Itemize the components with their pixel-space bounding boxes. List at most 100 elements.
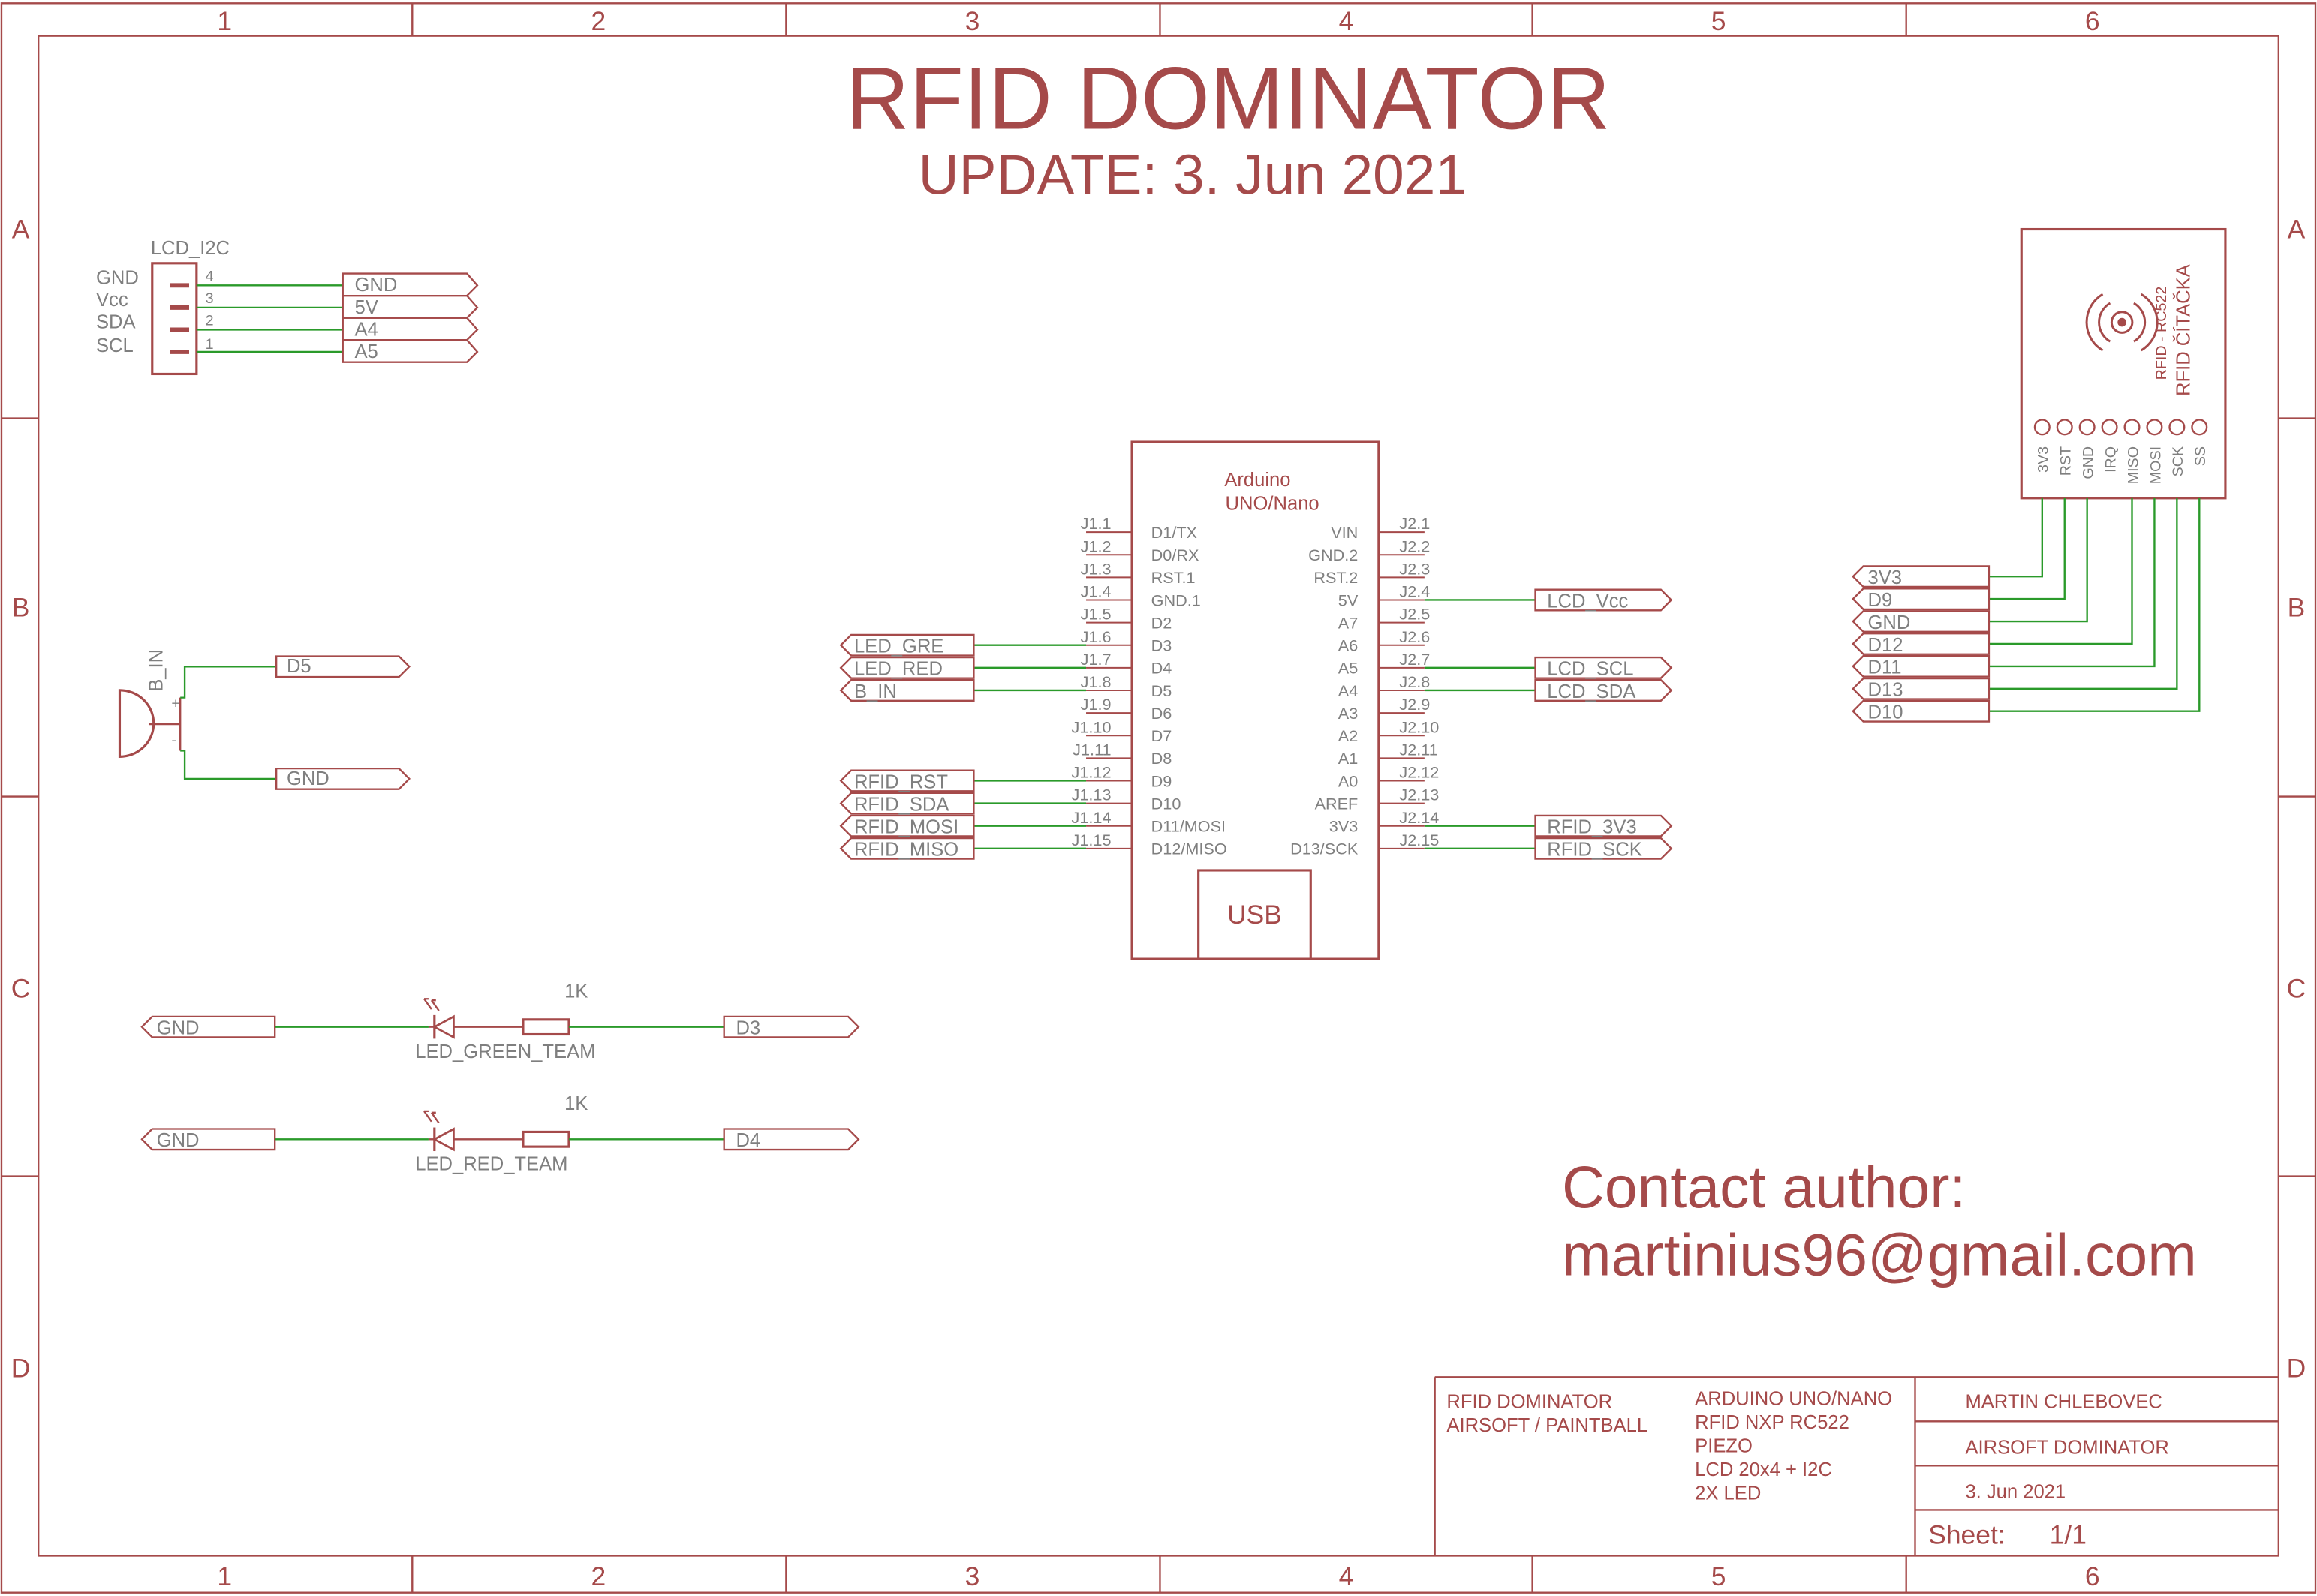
piezo-buzzer: B_IN + - D5 GND [118,649,411,790]
led-light-arrows-icon [423,1110,440,1124]
wire-rfid-d11 [1988,497,2156,668]
rfid-pin-pad-miso [2123,419,2141,436]
lcd-pin-label-gnd: GND [96,267,139,288]
rfid-pin-label-rst: RST [2058,446,2075,476]
arduino-pin-func-d2: D2 [1151,613,1172,632]
col-label-3-bottom: 3 [965,1561,980,1591]
col-label-4-bottom: 4 [1339,1561,1354,1591]
rfid-model: RFID - RC522 [2153,287,2170,380]
arduino-pin-num-j2-1: J2.1 [1399,514,1430,533]
row-label-c-left: C [11,973,31,1003]
net-label-lcd-a4: A4 [355,319,378,340]
arduino-pin-func-a3: A3 [1338,704,1358,723]
arduino-pin-num-j2-10: J2.10 [1399,717,1439,736]
lcd-pin-num-1: 1 [206,336,214,353]
net-label-rfid-rst: RFID_RST [854,771,948,792]
net-label-lcd-a5: A5 [355,341,378,362]
lcd-pin-label-vcc: Vcc [96,290,128,311]
arduino-name: Arduino [1224,470,1290,491]
arduino-pin-func-a4: A4 [1338,681,1358,700]
col-label-4-top: 4 [1339,6,1354,36]
arduino-usb-port [1197,869,1312,960]
led-light-arrows-icon [423,998,440,1011]
wire-rfid-d9 [1988,497,2066,600]
row-label-b-left: B [12,592,30,622]
buzzer-minus: - [171,732,176,749]
net-label-lcd-scl: LCD_SCL [1547,659,1633,680]
arduino-pin-func-5v: 5V [1338,591,1359,609]
titleblock-part-4: LCD 20x4 + I2C [1695,1459,1832,1480]
arduino-pin-num-j1-8: J1.8 [1081,672,1112,691]
arduino-pin-num-j1-9: J1.9 [1081,695,1112,714]
schematic-update: UPDATE: 3. Jun 2021 [919,143,1467,206]
arduino-pin-num-j1-5: J1.5 [1081,605,1112,624]
net-flag-led-gre [839,633,975,657]
rfid-pin-label-irq: IRQ [2102,446,2119,473]
col-label-5-top: 5 [1711,6,1726,36]
arduino-pin-func-d0-rx: D0/RX [1151,546,1199,564]
buzzer-symbol [118,689,155,758]
arduino-pin-func-d10: D10 [1151,794,1181,813]
arduino-model: UNO/Nano [1226,494,1319,515]
titleblock-sheet-value: 1/1 [2050,1520,2087,1550]
row-label-b-right: B [2288,592,2306,622]
net-label-lcd-gnd: GND [355,275,398,296]
lcd-body [151,262,198,376]
rfid-pin-pad-irq [2101,419,2118,436]
arduino-pin-func-gnd-2: GND.2 [1308,546,1358,564]
buzzer-plus: + [171,695,180,711]
net-label-rfid-mosi: RFID_MOSI [854,817,958,838]
rfid-pin-pad-3v3 [2033,419,2051,436]
row-label-d-left: D [11,1353,31,1383]
arduino-pin-func-a2: A2 [1338,726,1358,745]
titleblock-author: MARTIN CHLEBOVEC [1965,1392,2162,1413]
arduino-pin-func-d7: D7 [1151,726,1172,745]
net-label-led-d4: D4 [736,1130,760,1151]
row-label-d-right: D [2287,1353,2306,1383]
arduino-pin-func-a0: A0 [1338,771,1358,790]
net-flag-led-gnd [140,1128,276,1151]
rfid-pin-label-sck: SCK [2170,446,2186,476]
lcd-name: LCD_I2C [151,238,230,259]
net-label-led-gnd: GND [157,1130,200,1151]
arduino-pin-num-j2-6: J2.6 [1399,627,1430,646]
arduino-pin-num-j1-15: J1.15 [1072,831,1112,849]
arduino-pin-num-j2-12: J2.12 [1399,763,1439,782]
net-flag-rfid-miso [839,837,975,860]
net-label-led-red: LED_RED [854,659,943,680]
net-flag-led-d4 [723,1128,860,1151]
arduino-pin-func-d5: D5 [1151,681,1172,700]
net-label-rfid-d13: D13 [1868,680,1903,701]
net-flag-b-in [839,679,975,702]
titleblock-part-3: PIEZO [1695,1436,1753,1457]
arduino-pin-num-j2-13: J2.13 [1399,786,1439,804]
arduino-pin-num-j2-8: J2.8 [1399,672,1430,691]
arduino-pin-func-rst-1: RST.1 [1151,568,1196,587]
col-label-3-top: 3 [965,6,980,36]
net-label-rfid-3v3: RFID_3V3 [1547,817,1636,838]
arduino-pin-func-a7: A7 [1338,613,1358,632]
arduino-pin-num-j2-9: J2.9 [1399,695,1430,714]
arduino-pin-num-j1-6: J1.6 [1081,627,1112,646]
arduino-pin-func-3v3: 3V3 [1329,817,1359,836]
net-label-rfid-sda: RFID_SDA [854,794,949,815]
net-label-rfid-d11: D11 [1868,657,1902,678]
arduino-pin-num-j1-2: J1.2 [1081,537,1112,555]
rfid-pin-label-gnd: GND [2081,446,2097,479]
net-flag-rfid-gnd [1852,610,1991,633]
wire-rfid-3v3 [1988,497,2043,578]
resistor-value: 1K [564,981,588,1002]
col-label-6-bottom: 6 [2085,1561,2100,1591]
net-flag-lcd-sda [1534,679,1673,702]
arduino-pin-num-j2-14: J2.14 [1399,808,1439,827]
col-label-2-bottom: 2 [591,1561,606,1591]
resistor-value: 1K [564,1093,588,1114]
arduino-pin-num-j1-13: J1.13 [1072,786,1112,804]
arduino-pin-num-j1-10: J1.10 [1072,717,1112,736]
net-flag-rfid-rst [839,769,975,792]
arduino-pin-num-j1-7: J1.7 [1081,650,1112,669]
arduino-pin-num-j2-4: J2.4 [1399,582,1430,601]
arduino-pin-func-d3: D3 [1151,636,1172,655]
